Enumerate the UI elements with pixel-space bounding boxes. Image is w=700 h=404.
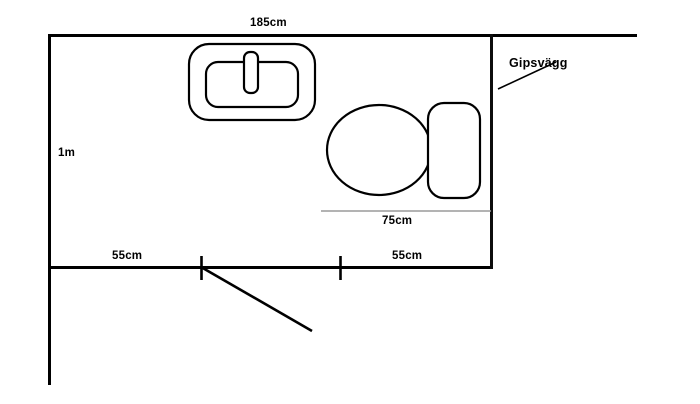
sink-fixture-group (187, 42, 317, 122)
gipsvagg-leader-line (497, 61, 557, 90)
dimension-label-bottom-left-segment: 55cm (112, 250, 143, 262)
toilet-tank (426, 101, 482, 200)
dimension-label-left-height: 1m (58, 147, 76, 159)
dimension-label-bottom-right-segment: 55cm (392, 250, 423, 262)
toilet-bowl (325, 103, 433, 197)
dimension-label-toilet-width: 75cm (382, 215, 413, 227)
toilet-fixture-group (325, 101, 482, 200)
sink-faucet (242, 50, 260, 95)
door-group (200, 256, 342, 333)
dimension-label-top-width: 185cm (250, 17, 287, 29)
walls-group (48, 34, 637, 385)
door-swing-line (200, 265, 313, 333)
annotation-label-partition-wall: Gipsvägg (509, 56, 568, 70)
